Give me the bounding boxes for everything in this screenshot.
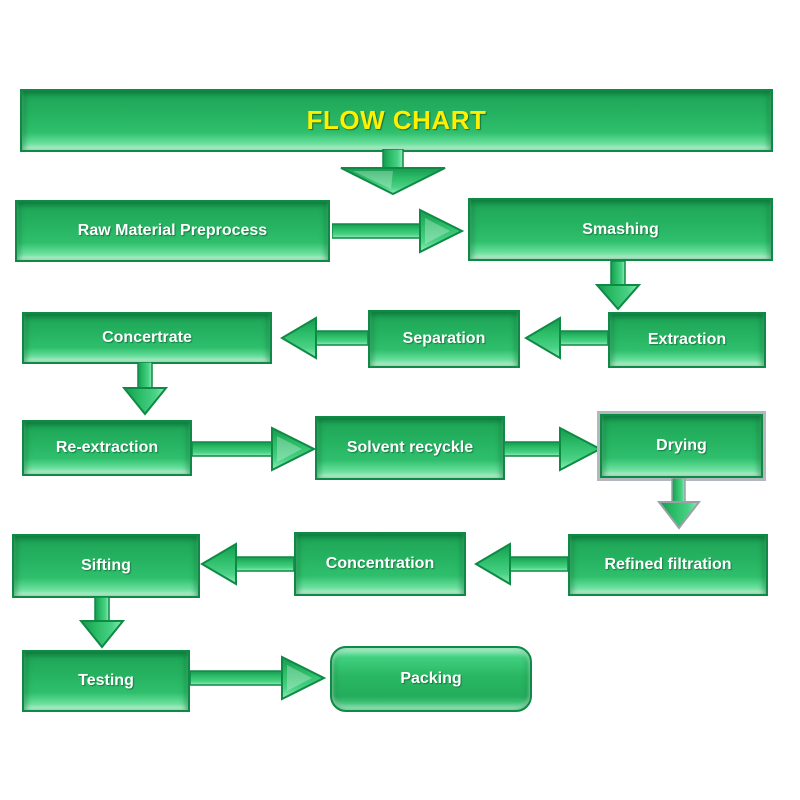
arrow-separation-to-concertrate-icon [280, 316, 368, 360]
arrow-extraction-to-separation-icon [524, 316, 608, 360]
arrow-title-down-icon [340, 149, 446, 196]
node-concertrate: Concertrate [22, 312, 272, 364]
arrow-solvent-to-drying-icon [504, 426, 602, 472]
arrow-testing-to-packing-icon [190, 655, 327, 701]
arrow-raw-to-smashing-icon [332, 208, 465, 254]
node-raw-material-preprocess: Raw Material Preprocess [15, 200, 330, 262]
node-smashing: Smashing [468, 198, 773, 261]
node-solvent-recyckle: Solvent recyckle [315, 416, 505, 480]
node-sifting: Sifting [12, 534, 200, 598]
node-label: Re-extraction [55, 439, 159, 456]
node-refined-filtration: Refined filtration [568, 534, 768, 596]
node-label: Extraction [647, 331, 727, 348]
node-drying: Drying [597, 411, 766, 481]
node-testing: Testing [22, 650, 190, 712]
node-label: Sifting [81, 557, 131, 574]
node-extraction: Extraction [608, 312, 766, 368]
node-re-extraction: Re-extraction [22, 420, 192, 476]
node-label: Refined filtration [604, 556, 732, 573]
node-concentration: Concentration [294, 532, 466, 596]
node-packing: Packing [330, 646, 532, 712]
arrow-drying-to-refined-icon [656, 478, 702, 530]
node-label: Drying [656, 437, 707, 454]
arrow-sifting-to-testing-icon [78, 597, 126, 649]
node-separation: Separation [368, 310, 520, 368]
arrow-concentration-to-sifting-icon [200, 542, 294, 586]
arrow-refined-to-concentration-icon [474, 542, 568, 586]
arrow-concertrate-to-reextraction-icon [121, 362, 169, 416]
node-label: Concentration [325, 555, 435, 572]
node-label: Separation [402, 330, 486, 347]
node-label: Concertrate [102, 329, 192, 346]
node-label: Smashing [582, 220, 659, 238]
node-label: Raw Material Preprocess [77, 222, 268, 239]
node-label: Solvent recyckle [346, 439, 474, 456]
node-label: Packing [400, 670, 462, 687]
arrow-smashing-to-extraction-icon [594, 261, 642, 311]
node-label: Testing [78, 672, 134, 689]
flowchart-title-bar: FLOW CHART [20, 89, 773, 152]
arrow-reextraction-to-solvent-icon [192, 426, 316, 472]
flowchart-title-label: FLOW CHART [306, 105, 487, 135]
